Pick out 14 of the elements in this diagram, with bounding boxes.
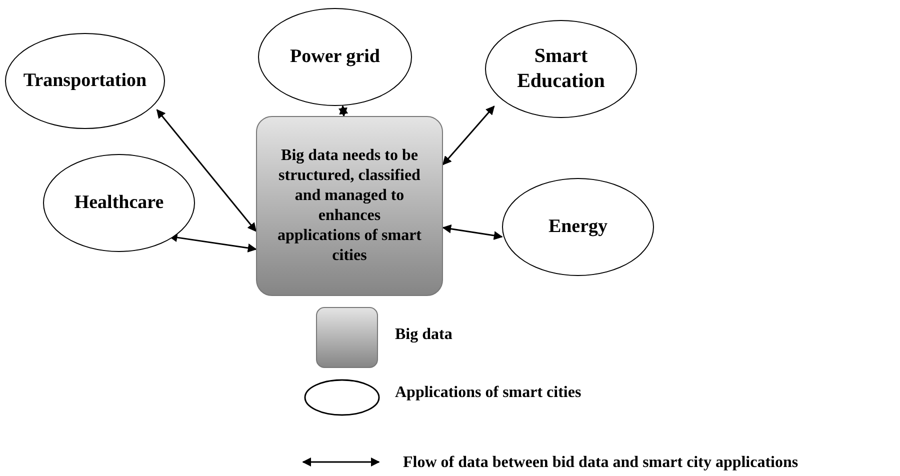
node-label: Smart Education	[516, 44, 606, 94]
double-arrow	[442, 106, 495, 166]
legend-label: Flow of data between bid data and smart city applications	[403, 453, 798, 473]
node-label: Big data needs to be structured, classified and managed to enhances applications of smart cities	[277, 146, 422, 266]
node-label: Energy	[548, 215, 608, 239]
double-arrow	[442, 224, 503, 240]
double-arrow	[156, 109, 257, 232]
node-label: Healthcare	[74, 191, 164, 215]
legend-label: Big data	[395, 325, 452, 345]
rounded-box	[256, 116, 443, 296]
node-label: Power grid	[290, 45, 380, 69]
node-label: Transportation	[23, 69, 147, 93]
double-arrow	[338, 105, 348, 117]
legend-label: Applications of smart cities	[395, 383, 582, 403]
